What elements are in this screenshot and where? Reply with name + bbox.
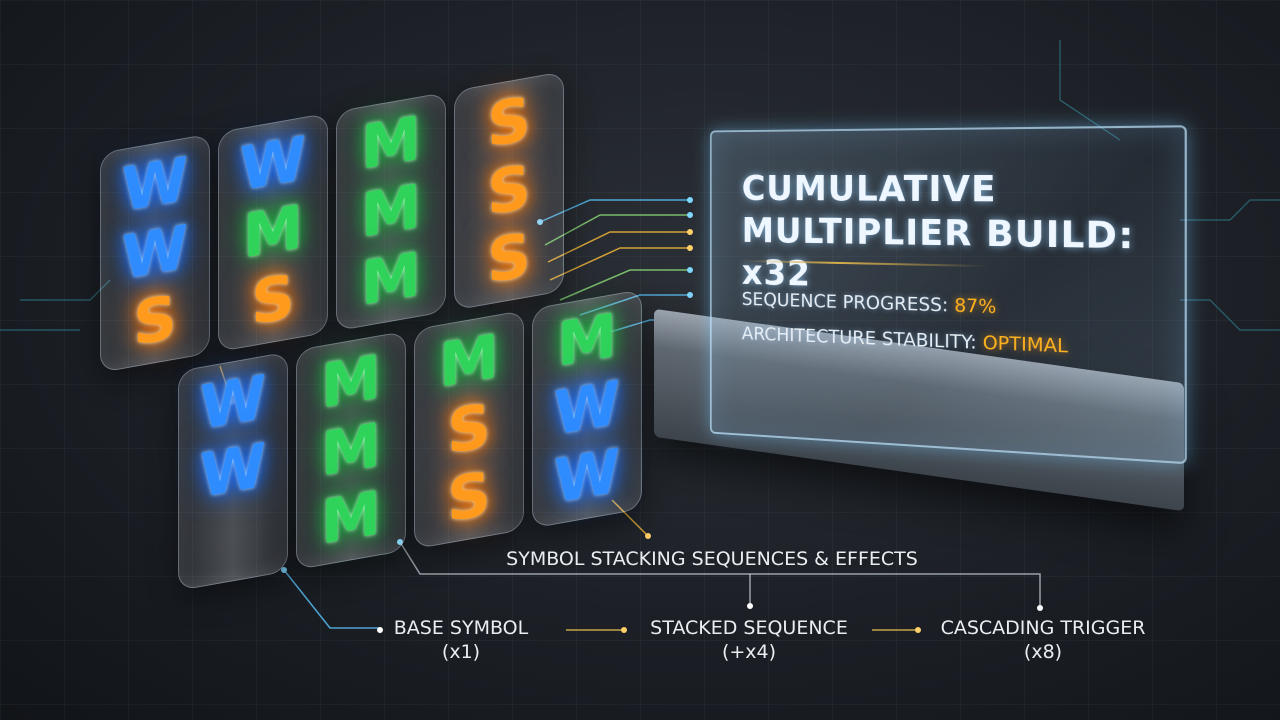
symbol-w: W [239,123,307,206]
node-label: CASCADING TRIGGER [940,617,1146,639]
symbol-s: S [251,261,295,340]
symbol-s: S [487,151,531,230]
node-label: BASE SYMBOL [393,617,529,639]
architecture-stability-label: ARCHITECTURE STABILITY: [741,322,983,354]
symbol-m: M [321,410,381,491]
symbol-m: M [321,478,381,559]
symbol-s: S [487,219,531,298]
symbol-m: M [361,171,421,252]
symbol-w: W [199,430,267,513]
node-stacked-sequence: STACKED SEQUENCE (+x4) [634,616,864,664]
symbol-m: M [361,103,421,184]
symbol-s: S [133,282,177,361]
sequence-progress-label: SEQUENCE PROGRESS: [741,288,955,317]
symbol-s: S [447,390,491,469]
architecture-stability-value: OPTIMAL [982,331,1068,358]
symbol-w: W [121,144,189,227]
symbol-s: S [447,458,491,537]
symbol-m: M [557,300,617,382]
symbol-s: S [487,83,531,162]
symbol-m: M [439,321,499,402]
symbol-w: W [553,367,621,450]
multiplier-panel: CUMULATIVE MULTIPLIER BUILD: x32 SEQUENC… [709,125,1187,465]
symbol-w: W [121,212,189,295]
panel-title: CUMULATIVE MULTIPLIER BUILD: x32 [741,168,1135,295]
node-label: STACKED SEQUENCE [650,617,848,639]
sequence-title: SYMBOL STACKING SEQUENCES & EFFECTS [506,548,918,570]
symbol-m: M [243,192,303,273]
sequence-progress-value: 87% [954,294,997,319]
node-multiplier: (+x4) [721,641,777,663]
symbol-m: M [321,342,381,423]
node-multiplier: (x8) [1023,641,1063,663]
architecture-stability: ARCHITECTURE STABILITY: OPTIMAL [742,323,1068,358]
symbol-w: W [199,362,267,445]
node-cascading-trigger: CASCADING TRIGGER (x8) [928,616,1158,664]
symbol-w: W [553,435,621,518]
node-base-symbol: BASE SYMBOL (x1) [346,616,576,664]
symbol-m: M [361,239,421,320]
node-multiplier: (x1) [441,641,481,663]
